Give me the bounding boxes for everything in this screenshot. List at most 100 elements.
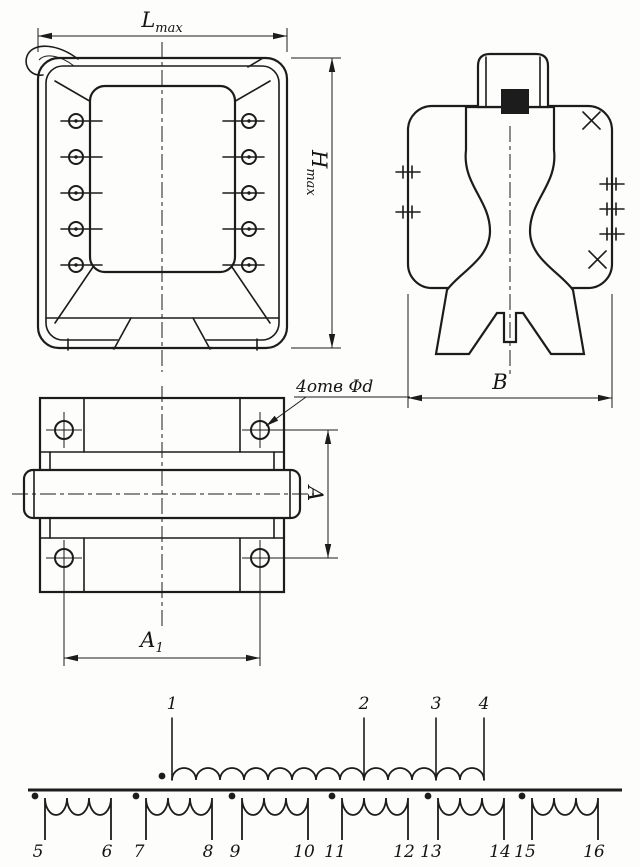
secondary-terminal-label: 14 (489, 842, 511, 862)
terminal-dot (74, 263, 78, 267)
terminals-right (222, 113, 265, 273)
band-joint (247, 57, 264, 68)
dim-lmax: Lmax (37, 8, 288, 52)
secondary-terminal-label: 8 (203, 842, 214, 862)
primary-terminal-label: 1 (167, 694, 178, 714)
secondary-terminal-label: 16 (583, 842, 605, 862)
arrowhead (38, 32, 52, 40)
solder-lugs-right (599, 177, 625, 241)
mounting-hole-top-left (46, 412, 82, 448)
terminal-circle (68, 257, 84, 273)
secondary-terminal-label: 5 (33, 842, 44, 862)
winding-schematic: 1 2 3 4 5 6 7 8 9 10 11 12 (28, 694, 622, 862)
mounting-hole-bottom-right (242, 540, 278, 576)
weld-mark-top (582, 111, 601, 130)
terminal-dot (247, 119, 251, 123)
terminal-dot (247, 191, 251, 195)
terminal-dot (247, 155, 251, 159)
holes-callout: 4отв Φd (265, 377, 410, 427)
terminal-circle (68, 221, 84, 237)
mounting-hole-bottom-left (46, 540, 82, 576)
secondary-terminal-label: 11 (324, 842, 346, 862)
secondary-winding-5: 13 14 (420, 792, 511, 862)
primary-coil (171, 767, 485, 781)
polarity-dot (158, 772, 166, 780)
dim-label-a: A (303, 484, 327, 501)
dim-a1: A1 (63, 572, 261, 666)
secondary-terminal-label: 12 (393, 842, 415, 862)
secondary-terminal-label: 9 (230, 842, 241, 862)
secondary-coil (531, 797, 599, 840)
secondary-winding-2: 7 8 (132, 792, 214, 862)
terminal-circle (241, 113, 257, 129)
arrowhead (598, 394, 612, 402)
front-view: Lmax Hmax (25, 8, 341, 372)
terminal-circle (68, 185, 84, 201)
terminal-dot (74, 155, 78, 159)
window-corner-tl (54, 80, 94, 104)
terminal-circle (68, 149, 84, 165)
cross-stroke (588, 250, 607, 269)
secondary-coil (241, 797, 309, 840)
arrowhead (246, 654, 260, 662)
arrowhead (328, 58, 336, 72)
dim-hmax-sub: max (303, 168, 318, 196)
dim-label-b: B (491, 370, 507, 394)
terminal-dot (74, 191, 78, 195)
secondary-coil (437, 797, 505, 840)
primary-winding: 1 2 3 4 (158, 694, 490, 781)
secondary-coil (145, 797, 213, 840)
window-corner-tr (231, 80, 271, 104)
polarity-dot (424, 792, 432, 800)
secondary-terminal-label: 10 (293, 842, 315, 862)
band-curl-inner (38, 55, 75, 67)
arrowhead (408, 394, 422, 402)
dim-lmax-sub: max (155, 21, 183, 36)
arrowhead (324, 430, 332, 444)
arrowhead (64, 654, 78, 662)
primary-terminal-label: 3 (431, 694, 442, 714)
window-corner-br (231, 266, 271, 324)
secondary-terminal-label: 7 (134, 842, 145, 862)
secondary-coil (341, 797, 409, 840)
primary-terminal-label: 4 (478, 694, 490, 714)
bracket-bolt-hole (501, 89, 529, 114)
holes-note-label: 4отв Φd (295, 377, 373, 397)
polarity-dot (31, 792, 39, 800)
notch-left-slant (113, 317, 132, 350)
polarity-dot (518, 792, 526, 800)
terminal-dot (247, 227, 251, 231)
dim-lmax-base: L (140, 8, 155, 32)
terminal-dot (74, 119, 78, 123)
plan-view: 4отв Φd A A1 (12, 377, 410, 666)
polarity-dot (132, 792, 140, 800)
dim-a: A (274, 429, 338, 559)
terminal-circle (241, 221, 257, 237)
band-curl (25, 45, 79, 76)
dim-b: B (407, 294, 613, 408)
side-view: B (395, 52, 625, 408)
arrowhead (328, 334, 336, 348)
arrowhead (266, 415, 279, 426)
terminal-circle (241, 257, 257, 273)
dim-hmax-base: H (307, 149, 331, 169)
secondary-winding-3: 9 10 (228, 792, 315, 862)
terminal-dot (74, 227, 78, 231)
dim-label-lmax: Lmax (140, 8, 183, 36)
secondary-coil (44, 797, 112, 840)
secondary-terminal-label: 13 (420, 842, 442, 862)
dim-label-a1: A1 (138, 628, 163, 656)
secondary-winding-6: 15 16 (514, 792, 605, 862)
secondary-terminal-label: 15 (514, 842, 536, 862)
secondary-terminal-label: 6 (102, 842, 113, 862)
dim-label-hmax: Hmax (303, 149, 331, 196)
terminal-circle (241, 149, 257, 165)
secondary-winding-4: 11 12 (324, 792, 415, 862)
polarity-dot (228, 792, 236, 800)
cross-stroke (582, 111, 601, 130)
polarity-dot (328, 792, 336, 800)
terminal-dot (247, 263, 251, 267)
mounting-bracket (476, 52, 550, 109)
